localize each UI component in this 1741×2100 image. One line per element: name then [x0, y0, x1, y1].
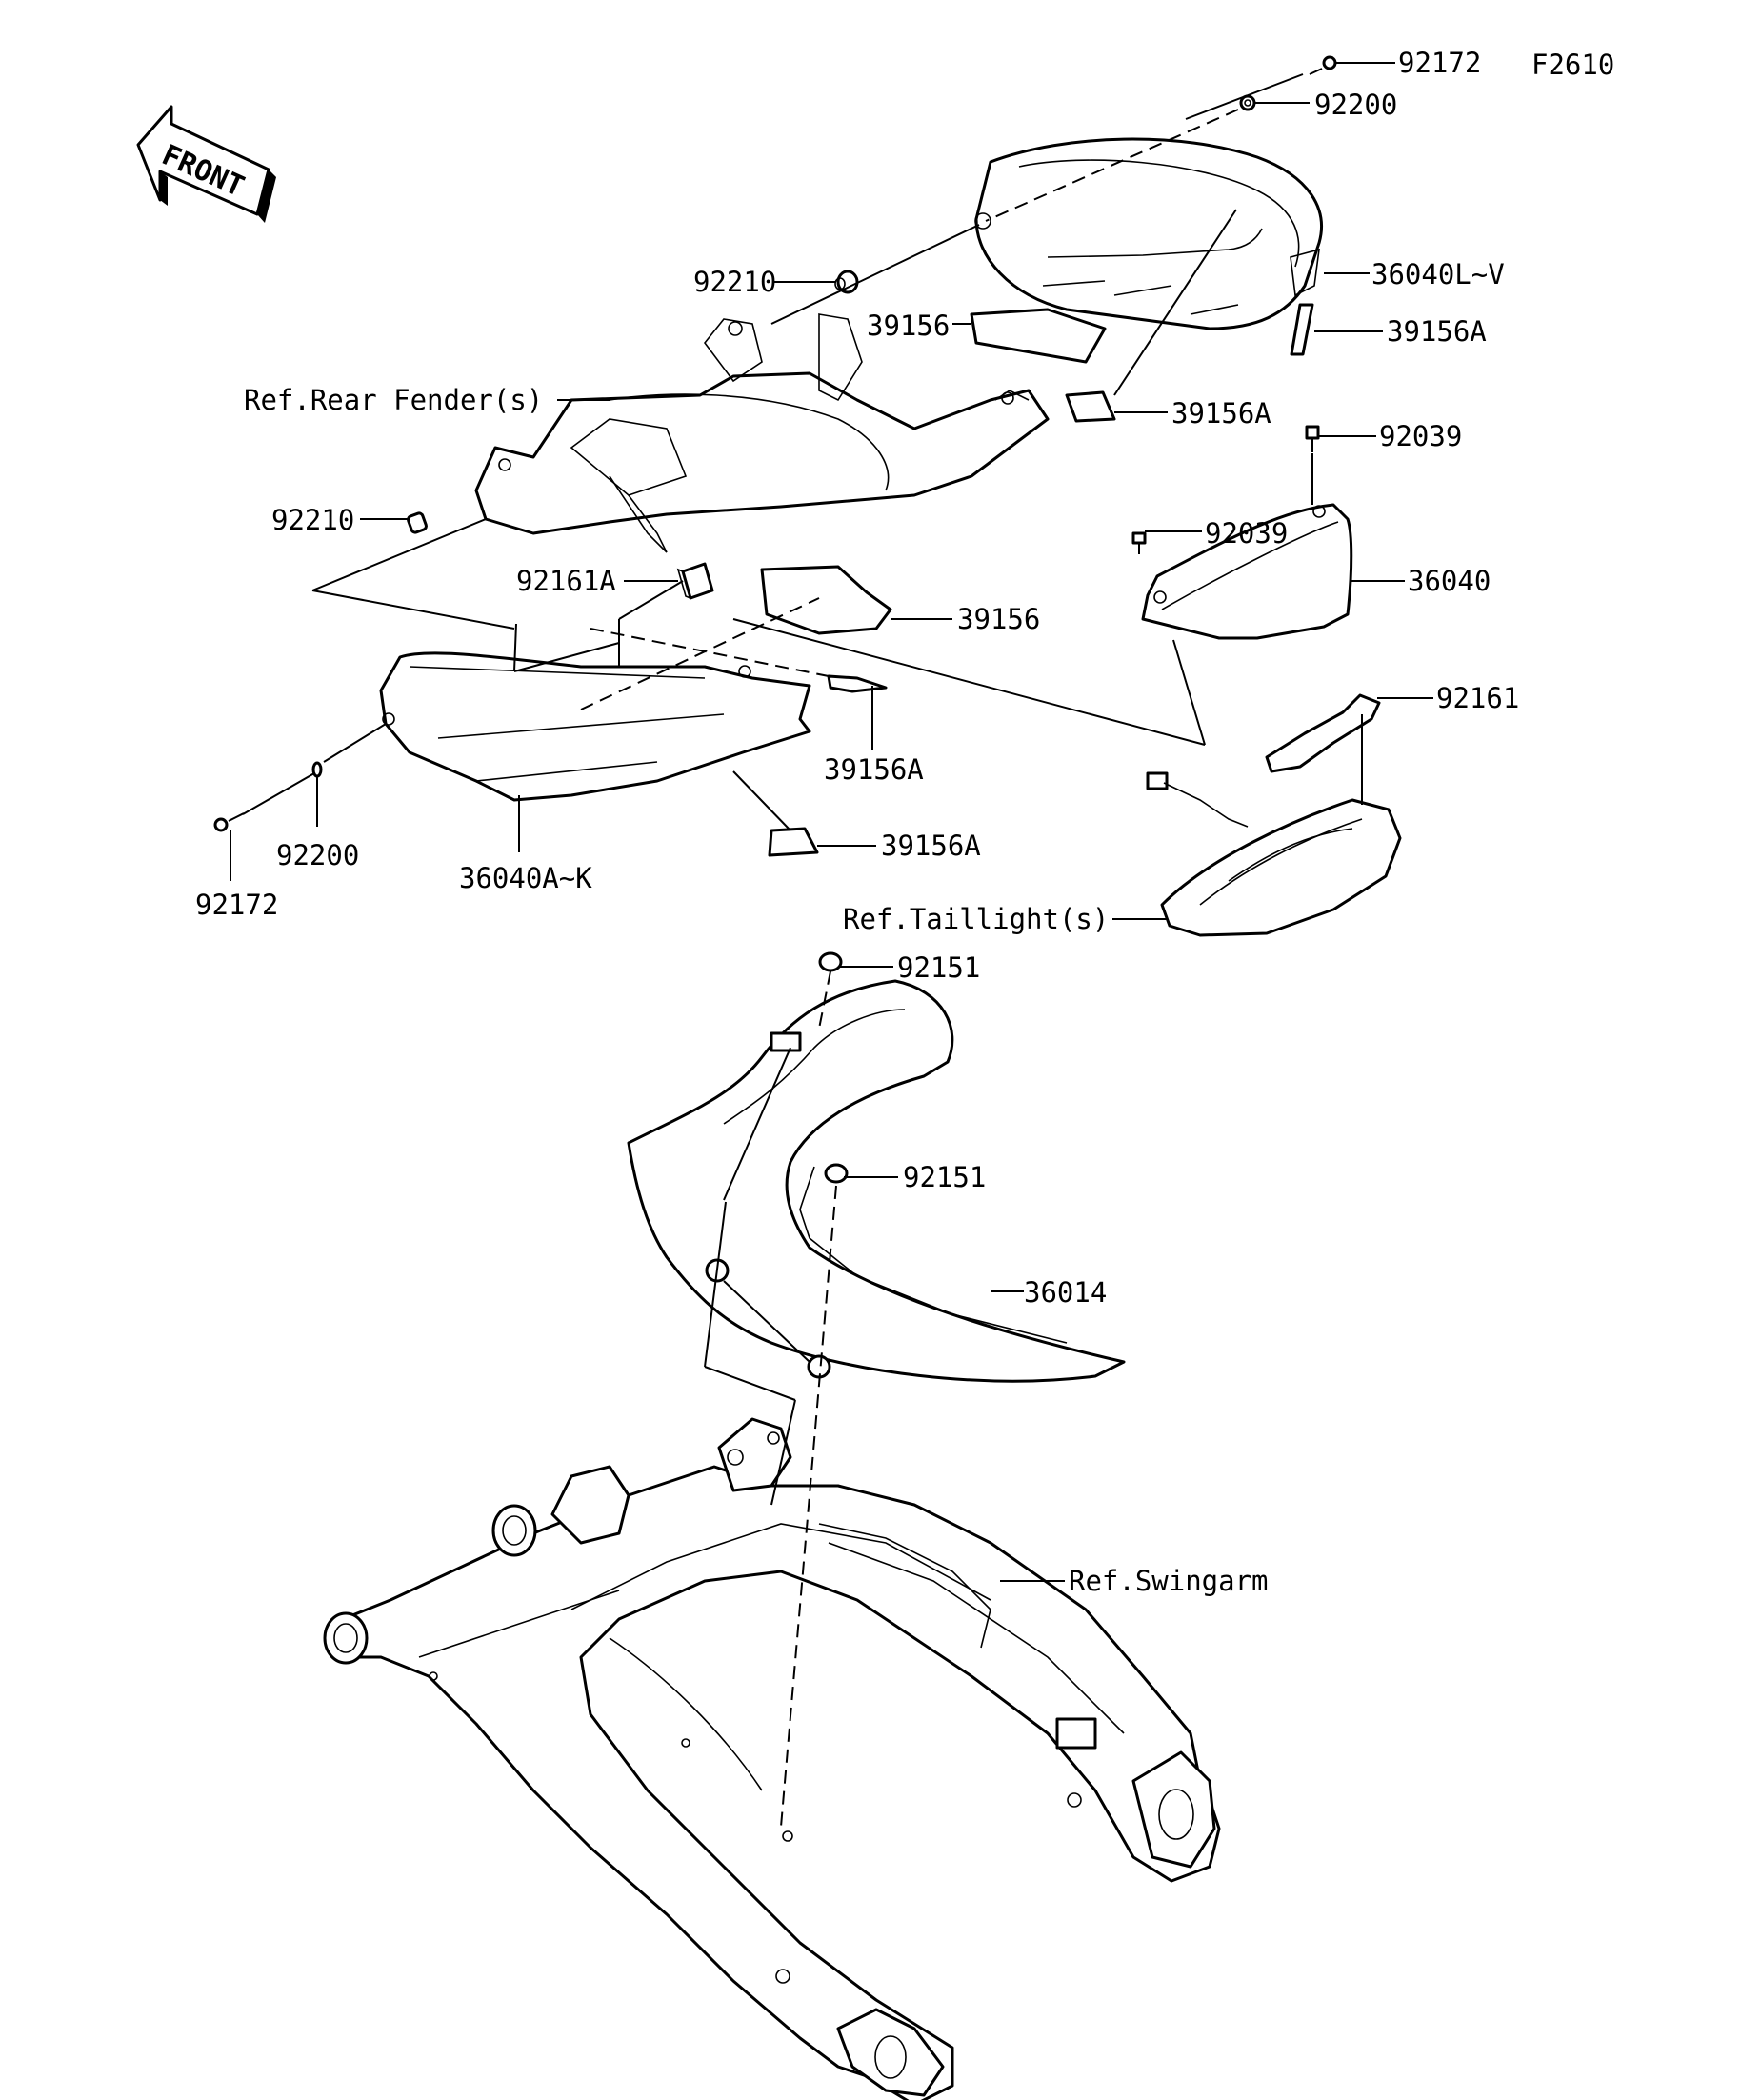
bolt-92151-top — [818, 951, 843, 1030]
label-39156-middle: 39156 — [957, 603, 1040, 635]
label-92172-lower: 92172 — [195, 889, 278, 921]
label-92210-lower: 92210 — [271, 504, 354, 536]
label-92161A: 92161A — [516, 565, 616, 597]
label-39156-upper: 39156 — [867, 310, 950, 342]
label-92039-mid: 92039 — [1205, 517, 1288, 550]
label-92200-top: 92200 — [1314, 89, 1397, 121]
collar-92210-upper — [834, 270, 859, 294]
seat-cowl-upper — [974, 137, 1323, 330]
pad-39156A-upper — [1065, 390, 1116, 423]
rear-fender — [474, 313, 1050, 553]
label-36014: 36014 — [1024, 1276, 1107, 1309]
label-92200-lower: 92200 — [276, 839, 359, 871]
cowl-36040 — [1141, 503, 1353, 640]
label-92151-mid: 92151 — [903, 1161, 986, 1193]
pad-39156A-lower — [768, 827, 819, 857]
side-cowl-left — [379, 651, 811, 802]
label-36040AK: 36040A~K — [459, 862, 592, 894]
front-arrow-icon: FRONT — [136, 105, 276, 223]
pad-39156-middle — [760, 565, 892, 635]
label-taillight: Ref.Taillight(s) — [843, 903, 1109, 935]
label-rear-fender: Ref.Rear Fender(s) — [244, 384, 543, 416]
label-36040: 36040 — [1408, 565, 1491, 597]
taillight — [1146, 771, 1402, 937]
clip-92161A — [676, 562, 714, 600]
collar-92210-lower — [407, 511, 428, 534]
pad-39156-upper — [970, 308, 1107, 364]
label-39156A-middle: 39156A — [824, 753, 924, 786]
rivet-92039-mid — [1131, 531, 1147, 554]
clip-92161 — [1265, 693, 1381, 773]
label-39156A-side: 39156A — [1387, 315, 1487, 348]
rivet-92039-top — [1305, 425, 1320, 452]
label-39156A-upper: 39156A — [1171, 397, 1271, 430]
bolt-92172-lower — [213, 812, 245, 832]
leader-lines — [230, 62, 1433, 1828]
label-92161: 92161 — [1436, 682, 1519, 714]
label-36040LV: 36040L~V — [1371, 258, 1505, 290]
pad-39156A-middle — [827, 674, 888, 693]
pad-39156A-side — [1290, 303, 1314, 356]
chain-cover-36014 — [627, 979, 1126, 1383]
label-92172-top: 92172 — [1398, 47, 1481, 79]
bolt-92151-mid — [824, 1163, 849, 1184]
swingarm — [323, 1417, 1221, 2100]
figure-code: F2610 — [1531, 49, 1614, 81]
label-92210-upper: 92210 — [693, 266, 776, 298]
label-92039-top: 92039 — [1379, 420, 1462, 452]
label-39156A-lower: 39156A — [881, 830, 981, 862]
label-92151-top: 92151 — [897, 951, 980, 984]
bolt-92172-top — [1309, 55, 1337, 75]
label-swingarm: Ref.Swingarm — [1069, 1565, 1269, 1597]
